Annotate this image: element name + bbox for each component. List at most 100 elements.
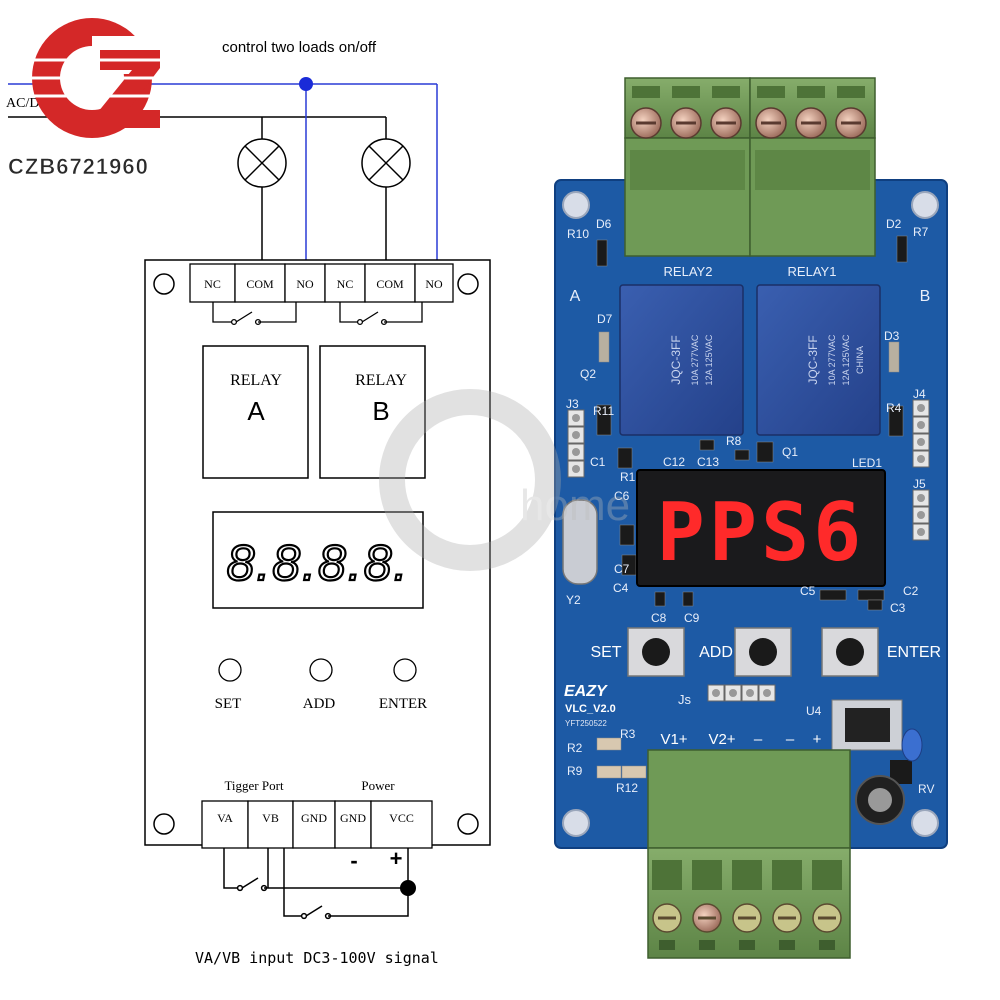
- terminal-cell: [370, 800, 433, 849]
- terminal-cell: [414, 263, 454, 303]
- minus-sign: -: [350, 848, 357, 873]
- svg-text:12A 125VAC: 12A 125VAC: [841, 334, 851, 385]
- part-label: C1: [590, 455, 606, 469]
- part-label: C12: [663, 455, 685, 469]
- part-label: R8: [726, 434, 742, 448]
- mounting-hole-icon: [562, 191, 939, 837]
- terminal-label: NC: [204, 277, 221, 291]
- voltage-regulator: [831, 699, 923, 825]
- board-display-text: PPS6: [657, 486, 866, 579]
- board-brand: EAZY: [564, 683, 608, 700]
- side-b-label: B: [920, 288, 931, 305]
- svg-text:CHINA: CHINA: [855, 346, 865, 374]
- brand-logo: CZB6721960: [8, 18, 162, 179]
- part-label: R10: [567, 227, 589, 241]
- relay-a-box: [202, 345, 309, 479]
- trigger-port-label: Tigger Port: [224, 778, 284, 793]
- mounting-hole-icon: [153, 273, 479, 835]
- junction-dot: [299, 77, 313, 91]
- smd-components: [596, 235, 908, 779]
- part-label: Y2: [566, 593, 581, 607]
- terminal-label: NC: [337, 277, 354, 291]
- input-label: +: [813, 731, 822, 748]
- part-label: J4: [913, 387, 926, 401]
- part-label: C8: [651, 611, 667, 625]
- lamp-icon: [361, 138, 411, 188]
- relay-a-label: RELAY: [230, 372, 282, 389]
- part-label: R7: [913, 225, 929, 239]
- junction-dot: [400, 880, 416, 896]
- watermark: home: [379, 389, 630, 571]
- button-cap-icon: [749, 638, 777, 666]
- part-label: R2: [567, 741, 583, 755]
- input-labels: V1+V2+––+: [660, 731, 821, 748]
- input-label: –: [754, 731, 763, 748]
- board-button-label: SET: [590, 644, 621, 661]
- plus-sign: +: [390, 846, 403, 871]
- part-label: D3: [884, 329, 900, 343]
- part-label: D2: [886, 217, 902, 231]
- terminal-label: VB: [262, 811, 279, 825]
- board-model: VLC_V2.0: [565, 703, 616, 715]
- diagram-display-text: 8.8.8.8.: [227, 535, 410, 591]
- trigger-wiring: [223, 848, 409, 920]
- button-label: ENTER: [379, 696, 427, 712]
- crystal-component: [562, 499, 598, 585]
- relay1-label: RELAY1: [788, 264, 837, 279]
- part-label: J5: [913, 477, 926, 491]
- input-terminal-block-photo: [647, 749, 851, 959]
- logo-id-text: CZB6721960: [8, 154, 149, 179]
- part-label: D6: [596, 217, 612, 231]
- part-label: R3: [620, 727, 636, 741]
- part-label: R11: [593, 404, 614, 418]
- relay-b-letter: B: [372, 396, 389, 426]
- relay-contact-icon: [212, 302, 423, 326]
- button-label: ADD: [303, 696, 336, 712]
- terminal-label: VCC: [389, 811, 414, 825]
- relay-component: JQC-3FF 10A 277VAC 12A 125VAC: [619, 284, 744, 436]
- part-label: Q1: [782, 445, 798, 459]
- relay-component: JQC-3FF 10A 277VAC 12A 125VAC CHINA: [756, 284, 881, 436]
- part-label: D7: [597, 312, 613, 326]
- input-label: V2+: [708, 731, 735, 748]
- button-cap-icon: [836, 638, 864, 666]
- terminal-cell: [324, 263, 366, 303]
- part-label: R12: [616, 781, 638, 795]
- power-wires: [8, 116, 387, 262]
- terminal-label: NO: [425, 277, 443, 291]
- svg-text:JQC-3FF: JQC-3FF: [806, 335, 820, 384]
- output-terminal-block: [624, 77, 876, 257]
- led-display: [636, 469, 886, 587]
- terminal-label: GND: [340, 811, 366, 825]
- part-label: R4: [886, 401, 902, 415]
- diagram-footer: VA/VB input DC3-100V signal: [195, 949, 439, 967]
- js-label: Js: [678, 692, 692, 707]
- relay2-label: RELAY2: [664, 264, 713, 279]
- watermark-text: home: [520, 481, 630, 530]
- power-section-label: Power: [361, 778, 395, 793]
- part-label: C6: [614, 489, 630, 503]
- relay-a-letter: A: [247, 396, 265, 426]
- diagram-buttons: SET ADD ENTER: [215, 658, 427, 712]
- pcb-board: RELAY2 RELAY1 A B JQC-3FF 10A 277VAC 12A…: [554, 77, 948, 959]
- part-label: R1: [620, 470, 636, 484]
- button-label: SET: [215, 696, 242, 712]
- board-code: YFT250522: [565, 719, 607, 728]
- diagram-title: control two loads on/off: [222, 39, 377, 56]
- relay-b-box: [319, 345, 426, 479]
- terminal-cell: [201, 800, 249, 849]
- relay-b-label: RELAY: [355, 372, 407, 389]
- terminal-cell: [189, 263, 236, 303]
- board-button-label: ENTER: [887, 644, 941, 661]
- part-label: J3: [566, 397, 579, 411]
- svg-text:12A 125VAC: 12A 125VAC: [704, 334, 714, 385]
- svg-text:JQC-3FF: JQC-3FF: [669, 335, 683, 384]
- part-label: LED1: [852, 456, 882, 470]
- terminal-label: COM: [376, 277, 404, 291]
- button-circle-icon: [393, 658, 417, 682]
- part-label: R9: [567, 764, 583, 778]
- part-label: C7: [614, 562, 630, 576]
- input-label: V1+: [660, 731, 687, 748]
